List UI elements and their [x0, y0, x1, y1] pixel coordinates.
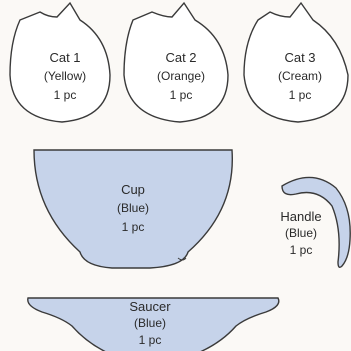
handle-label: Handle (Blue) 1 pc — [270, 208, 332, 259]
cat3-qty: 1 pc — [264, 86, 336, 105]
cat3-color: (Cream) — [264, 67, 336, 86]
cup-name: Cup — [98, 180, 168, 199]
handle-name: Handle — [270, 208, 332, 225]
cat1-name: Cat 1 — [30, 48, 100, 67]
cat2-qty: 1 pc — [143, 86, 219, 105]
cup-label: Cup (Blue) 1 pc — [98, 180, 168, 237]
cat3-label: Cat 3 (Cream) 1 pc — [264, 48, 336, 105]
cup-qty: 1 pc — [98, 218, 168, 237]
saucer-label: Saucer (Blue) 1 pc — [114, 298, 186, 349]
handle-qty: 1 pc — [270, 242, 332, 259]
cat1-color: (Yellow) — [30, 67, 100, 86]
cup-color: (Blue) — [98, 199, 168, 218]
handle-color: (Blue) — [270, 225, 332, 242]
cat2-color: (Orange) — [143, 67, 219, 86]
cat1-label: Cat 1 (Yellow) 1 pc — [30, 48, 100, 105]
cat2-name: Cat 2 — [143, 48, 219, 67]
cat1-qty: 1 pc — [30, 86, 100, 105]
saucer-color: (Blue) — [114, 315, 186, 332]
cat3-name: Cat 3 — [264, 48, 336, 67]
saucer-name: Saucer — [114, 298, 186, 315]
saucer-qty: 1 pc — [114, 332, 186, 349]
cat2-label: Cat 2 (Orange) 1 pc — [143, 48, 219, 105]
